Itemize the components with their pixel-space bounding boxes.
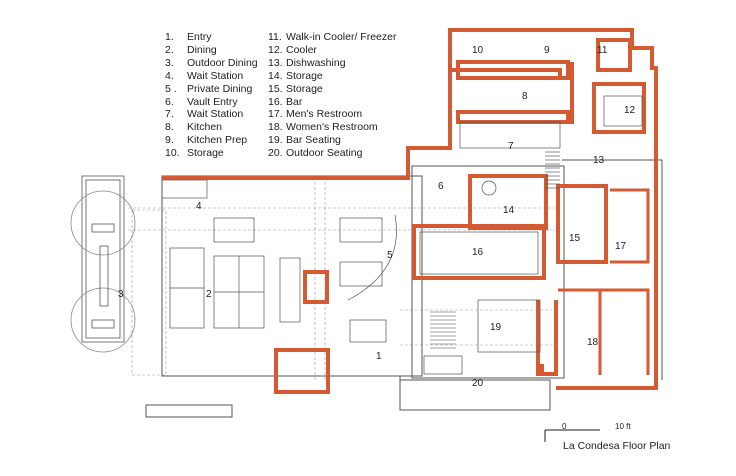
legend-item: 16.Bar	[268, 95, 303, 108]
room-label-17: 17	[615, 241, 627, 252]
legend-item: 3.Outdoor Dining	[165, 56, 258, 69]
room-label-3: 3	[118, 289, 124, 300]
scale-start-label: 0	[562, 422, 567, 431]
dashed-guides	[128, 182, 555, 380]
legend-item: 1.Entry	[165, 31, 212, 43]
room-label-20: 20	[472, 378, 484, 389]
room-label-5: 5	[387, 250, 393, 261]
legend-item: 12.Cooler	[268, 43, 317, 56]
legend-item: 14.Storage	[268, 69, 323, 82]
room-label-12: 12	[624, 105, 636, 116]
legend-item: 4.Wait Station	[165, 69, 244, 82]
room-label-2: 2	[206, 289, 212, 300]
legend-item: 6.Vault Entry	[165, 95, 238, 108]
legend-column-left: 1.Entry 2.Dining 3.Outdoor Dining 4.Wait…	[165, 31, 258, 160]
room-label-16: 16	[472, 247, 484, 258]
legend-item: 7.Wait Station	[165, 108, 244, 121]
legend-item: 8.Kitchen	[165, 121, 223, 134]
plan-title: La Condesa Floor Plan	[563, 440, 671, 452]
legend-item: 13.Dishwashing	[268, 56, 346, 69]
furniture	[161, 95, 643, 375]
room-label-14: 14	[503, 205, 515, 216]
legend-item: 5 .Private Dining	[165, 82, 253, 95]
room-label-8: 8	[522, 91, 528, 102]
room-label-11: 11	[597, 45, 608, 56]
room-label-9: 9	[544, 45, 550, 56]
room-label-1: 1	[376, 351, 382, 362]
legend-item: 18.Women's Restroom	[268, 121, 378, 134]
legend-item: 9.Kitchen Prep	[165, 134, 248, 147]
legend-item: 10.Storage	[165, 147, 224, 160]
room-label-19: 19	[490, 322, 502, 333]
scale-bar	[544, 429, 600, 442]
legend-item: 15.Storage	[268, 82, 323, 95]
room-label-6: 6	[438, 181, 444, 192]
legend-item: 2.Dining	[165, 43, 217, 56]
room-label-18: 18	[587, 337, 599, 348]
room-label-7: 7	[508, 141, 514, 152]
room-label-15: 15	[569, 233, 581, 244]
room-label-4: 4	[196, 201, 202, 212]
legend-column-right: 11.Walk-in Cooler/ Freezer 12.Cooler 13.…	[268, 31, 396, 160]
room-label-13: 13	[593, 155, 605, 166]
restroom-walls	[558, 188, 650, 375]
exterior-orange-walls	[162, 28, 658, 394]
room-label-10: 10	[472, 45, 484, 56]
legend-item: 19.Bar Seating	[268, 134, 341, 147]
stair-hatch	[430, 151, 560, 349]
legend-item: 17.Men's Restroom	[268, 108, 363, 121]
scale-end-label: 10 ft	[615, 422, 631, 431]
outdoor-dining-area	[70, 175, 136, 353]
legend-item: 11.Walk-in Cooler/ Freezer	[268, 31, 397, 43]
legend-item: 20.Outdoor Seating	[268, 147, 363, 160]
